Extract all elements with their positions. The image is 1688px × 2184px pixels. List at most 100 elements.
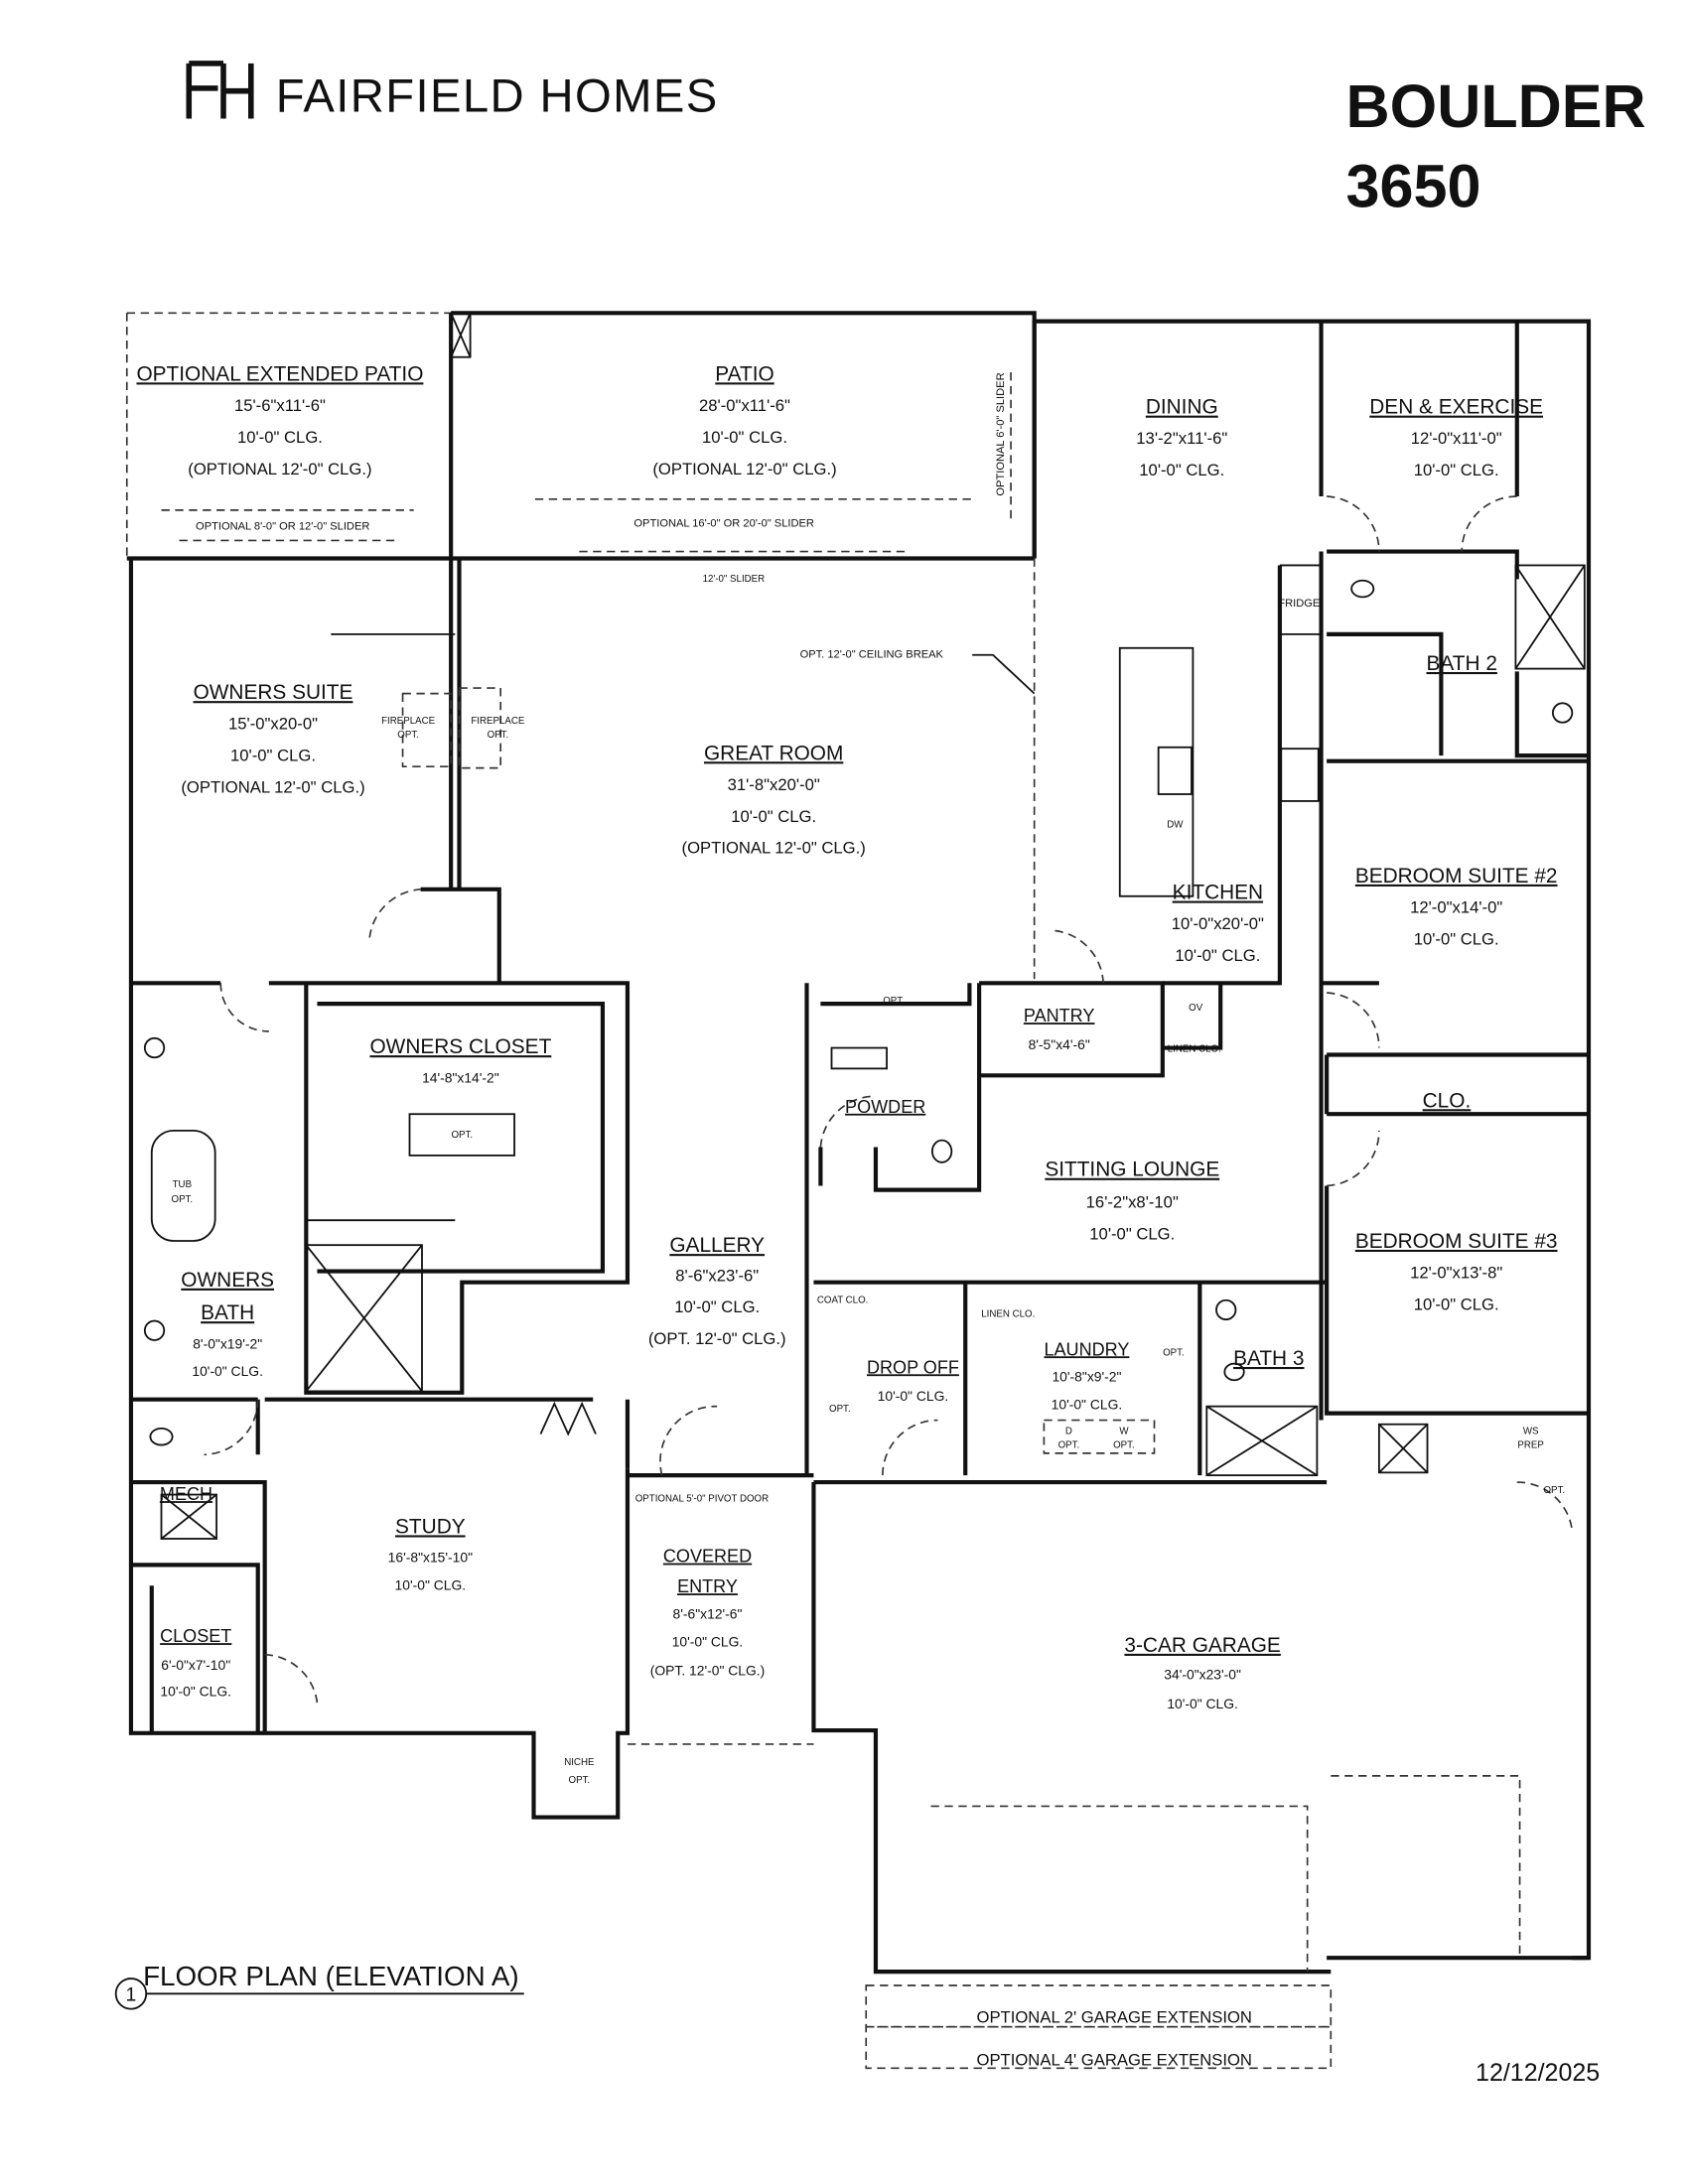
- svg-text:12'-0"x13'-8": 12'-0"x13'-8": [1410, 1264, 1502, 1283]
- room-mech: MECH: [160, 1484, 212, 1504]
- svg-text:OWNERS: OWNERS: [181, 1269, 274, 1292]
- svg-text:10'-0" CLG.: 10'-0" CLG.: [192, 1363, 263, 1379]
- svg-text:OPT.: OPT.: [829, 1404, 851, 1415]
- svg-text:8'-5"x4'-6": 8'-5"x4'-6": [1029, 1036, 1090, 1052]
- brand-name: FAIRFIELD HOMES: [276, 70, 719, 123]
- toilet-icon: [1350, 579, 1375, 599]
- room-pantry: OPT. PANTRY 8'-5"x4'-6": [883, 996, 1094, 1052]
- niche-option: NICHE OPT.: [564, 1757, 595, 1786]
- pivot-door-label: OPTIONAL 5'-0" PIVOT DOOR: [635, 1494, 769, 1505]
- svg-text:13'-2"x11'-6": 13'-2"x11'-6": [1136, 429, 1227, 448]
- svg-text:10'-0" CLG.: 10'-0" CLG.: [878, 1388, 949, 1404]
- svg-text:DW: DW: [1167, 819, 1184, 830]
- sink-icon: [1215, 1298, 1237, 1321]
- svg-text:34'-0"x23'-0": 34'-0"x23'-0": [1164, 1667, 1241, 1683]
- svg-text:DEN & EXERCISE: DEN & EXERCISE: [1369, 396, 1543, 419]
- room-owners-bath: OWNERS BATH 8'-0"x19'-2" 10'-0" CLG.: [181, 1269, 274, 1379]
- svg-text:15'-6"x11'-6": 15'-6"x11'-6": [234, 396, 326, 415]
- svg-text:1: 1: [126, 1983, 137, 2005]
- svg-text:OPT.: OPT.: [569, 1775, 591, 1786]
- svg-text:BEDROOM SUITE #3: BEDROOM SUITE #3: [1355, 1230, 1558, 1253]
- svg-text:10'-0" CLG.: 10'-0" CLG.: [237, 428, 323, 447]
- svg-text:3-CAR GARAGE: 3-CAR GARAGE: [1124, 1634, 1280, 1657]
- svg-text:SITTING LOUNGE: SITTING LOUNGE: [1045, 1159, 1219, 1181]
- plan-name: BOULDER: [1346, 72, 1646, 140]
- svg-text:OPTIONAL 8'-0" OR 12'-0" SLIDE: OPTIONAL 8'-0" OR 12'-0" SLIDER: [196, 520, 369, 532]
- room-laundry: LAUNDRY 10'-8"x9'-2" 10'-0" CLG. OPT. D …: [1043, 1339, 1185, 1454]
- svg-text:W: W: [1119, 1426, 1129, 1436]
- svg-text:TUB: TUB: [173, 1179, 192, 1190]
- room-bedroom-2: BEDROOM SUITE #2 12'-0"x14'-0" 10'-0" CL…: [1355, 865, 1558, 949]
- svg-text:DINING: DINING: [1146, 396, 1218, 419]
- svg-text:BEDROOM SUITE #2: BEDROOM SUITE #2: [1355, 865, 1558, 887]
- room-drop-off: DROP OFF 10'-0" CLG. OPT.: [829, 1357, 959, 1415]
- room-gallery: GALLERY 8'-6"x23'-6" 10'-0" CLG. (OPT. 1…: [648, 1234, 786, 1348]
- svg-text:(OPT. 12'-0" CLG.): (OPT. 12'-0" CLG.): [648, 1329, 786, 1348]
- toilet-icon: [149, 1427, 174, 1446]
- sliders-and-doors: [161, 372, 1574, 2070]
- svg-text:PANTRY: PANTRY: [1024, 1006, 1095, 1025]
- room-owners-suite: OWNERS SUITE 15'-0"x20-0" 10'-0" CLG. (O…: [181, 681, 364, 796]
- svg-text:10'-0" CLG.: 10'-0" CLG.: [1175, 946, 1260, 965]
- shower-icon: [1514, 564, 1586, 670]
- svg-text:(OPTIONAL 12'-0" CLG.): (OPTIONAL 12'-0" CLG.): [682, 839, 866, 858]
- svg-text:FIREPLACE: FIREPLACE: [471, 716, 525, 727]
- room-closet: CLOSET 6'-0"x7'-10" 10'-0" CLG.: [160, 1626, 231, 1699]
- room-garage: 3-CAR GARAGE 34'-0"x23'-0" 10'-0" CLG. O…: [976, 1634, 1280, 2070]
- svg-text:8'-0"x19'-2": 8'-0"x19'-2": [193, 1335, 262, 1351]
- toilet-icon: [1223, 1362, 1245, 1382]
- svg-text:10'-0" CLG.: 10'-0" CLG.: [1414, 461, 1499, 479]
- svg-text:10'-0" CLG.: 10'-0" CLG.: [160, 1683, 231, 1699]
- room-great-room: GREAT ROOM 31'-8"x20'-0" 10'-0" CLG. (OP…: [682, 649, 1036, 858]
- svg-text:OPT. 12'-0" CEILING BREAK: OPT. 12'-0" CEILING BREAK: [800, 649, 944, 661]
- svg-text:31'-8"x20'-0": 31'-8"x20'-0": [728, 775, 820, 794]
- svg-text:CLOSET: CLOSET: [160, 1626, 231, 1646]
- room-bedroom-3: BEDROOM SUITE #3 12'-0"x13'-8" 10'-0" CL…: [1355, 1230, 1558, 1313]
- svg-text:OPTIONAL 4' GARAGE EXTENSION: OPTIONAL 4' GARAGE EXTENSION: [976, 2051, 1251, 2070]
- svg-text:NICHE: NICHE: [564, 1757, 595, 1768]
- svg-text:OPTIONAL EXTENDED PATIO: OPTIONAL EXTENDED PATIO: [136, 362, 423, 385]
- svg-text:OWNERS CLOSET: OWNERS CLOSET: [369, 1035, 551, 1058]
- svg-text:DROP OFF: DROP OFF: [867, 1357, 959, 1377]
- svg-text:12'-0" SLIDER: 12'-0" SLIDER: [703, 574, 766, 585]
- svg-text:OPTIONAL 6'-0" SLIDER: OPTIONAL 6'-0" SLIDER: [995, 372, 1007, 495]
- svg-text:8'-6"x23'-6": 8'-6"x23'-6": [675, 1266, 759, 1285]
- tub-option: TUB OPT.: [172, 1179, 194, 1205]
- svg-text:10'-0" CLG.: 10'-0" CLG.: [1089, 1225, 1175, 1244]
- room-bath2: BATH 2: [1427, 652, 1497, 675]
- svg-text:(OPTIONAL 12'-0" CLG.): (OPTIONAL 12'-0" CLG.): [652, 460, 836, 478]
- svg-text:16'-8"x15'-10": 16'-8"x15'-10": [388, 1550, 473, 1566]
- sink-icon: [143, 1036, 166, 1059]
- room-covered-entry: COVERED ENTRY 8'-6"x12'-6" 10'-0" CLG. (…: [650, 1547, 766, 1679]
- room-ext-patio: OPTIONAL EXTENDED PATIO 15'-6"x11'-6" 10…: [136, 362, 423, 532]
- svg-text:COVERED: COVERED: [663, 1547, 752, 1567]
- svg-text:10'-0" CLG.: 10'-0" CLG.: [702, 428, 787, 447]
- svg-text:10'-0" CLG.: 10'-0" CLG.: [674, 1297, 760, 1316]
- svg-text:FIREPLACE: FIREPLACE: [381, 716, 436, 727]
- svg-text:6'-0"x7'-10": 6'-0"x7'-10": [161, 1657, 230, 1673]
- svg-text:10'-0" CLG.: 10'-0" CLG.: [672, 1633, 744, 1649]
- fixtures: [143, 564, 1586, 1477]
- svg-text:OPT.: OPT.: [1163, 1347, 1185, 1358]
- svg-text:(OPTIONAL 12'-0" CLG.): (OPTIONAL 12'-0" CLG.): [181, 778, 364, 797]
- svg-text:10'-0" CLG.: 10'-0" CLG.: [1414, 1295, 1499, 1313]
- svg-text:16'-2"x8'-10": 16'-2"x8'-10": [1086, 1193, 1179, 1212]
- fh-monogram-icon: [186, 61, 254, 119]
- date: 12/12/2025: [1476, 2059, 1600, 2087]
- svg-text:STUDY: STUDY: [395, 1515, 466, 1538]
- svg-text:OPT.: OPT.: [451, 1130, 473, 1141]
- svg-text:OPT.: OPT.: [488, 730, 509, 741]
- fireplace-options: FIREPLACE OPT. FIREPLACE OPT.: [381, 687, 525, 769]
- svg-text:PATIO: PATIO: [715, 362, 774, 385]
- svg-text:OPT.: OPT.: [172, 1194, 194, 1205]
- svg-text:ENTRY: ENTRY: [677, 1576, 738, 1596]
- svg-text:OPTIONAL 2' GARAGE EXTENSION: OPTIONAL 2' GARAGE EXTENSION: [976, 2007, 1251, 2026]
- svg-text:(OPTIONAL 12'-0" CLG.): (OPTIONAL 12'-0" CLG.): [188, 460, 371, 478]
- ws-prep: WS PREP OPT.: [1517, 1426, 1565, 1496]
- svg-text:10'-0" CLG.: 10'-0" CLG.: [731, 807, 816, 826]
- room-bath3: BATH 3: [1233, 1347, 1304, 1370]
- svg-text:LAUNDRY: LAUNDRY: [1044, 1339, 1129, 1359]
- svg-text:FLOOR PLAN (ELEVATION A): FLOOR PLAN (ELEVATION A): [143, 1961, 519, 1991]
- linen-closet-1: LINEN CLO.: [1168, 1044, 1221, 1055]
- svg-text:OPT.: OPT.: [1113, 1439, 1135, 1450]
